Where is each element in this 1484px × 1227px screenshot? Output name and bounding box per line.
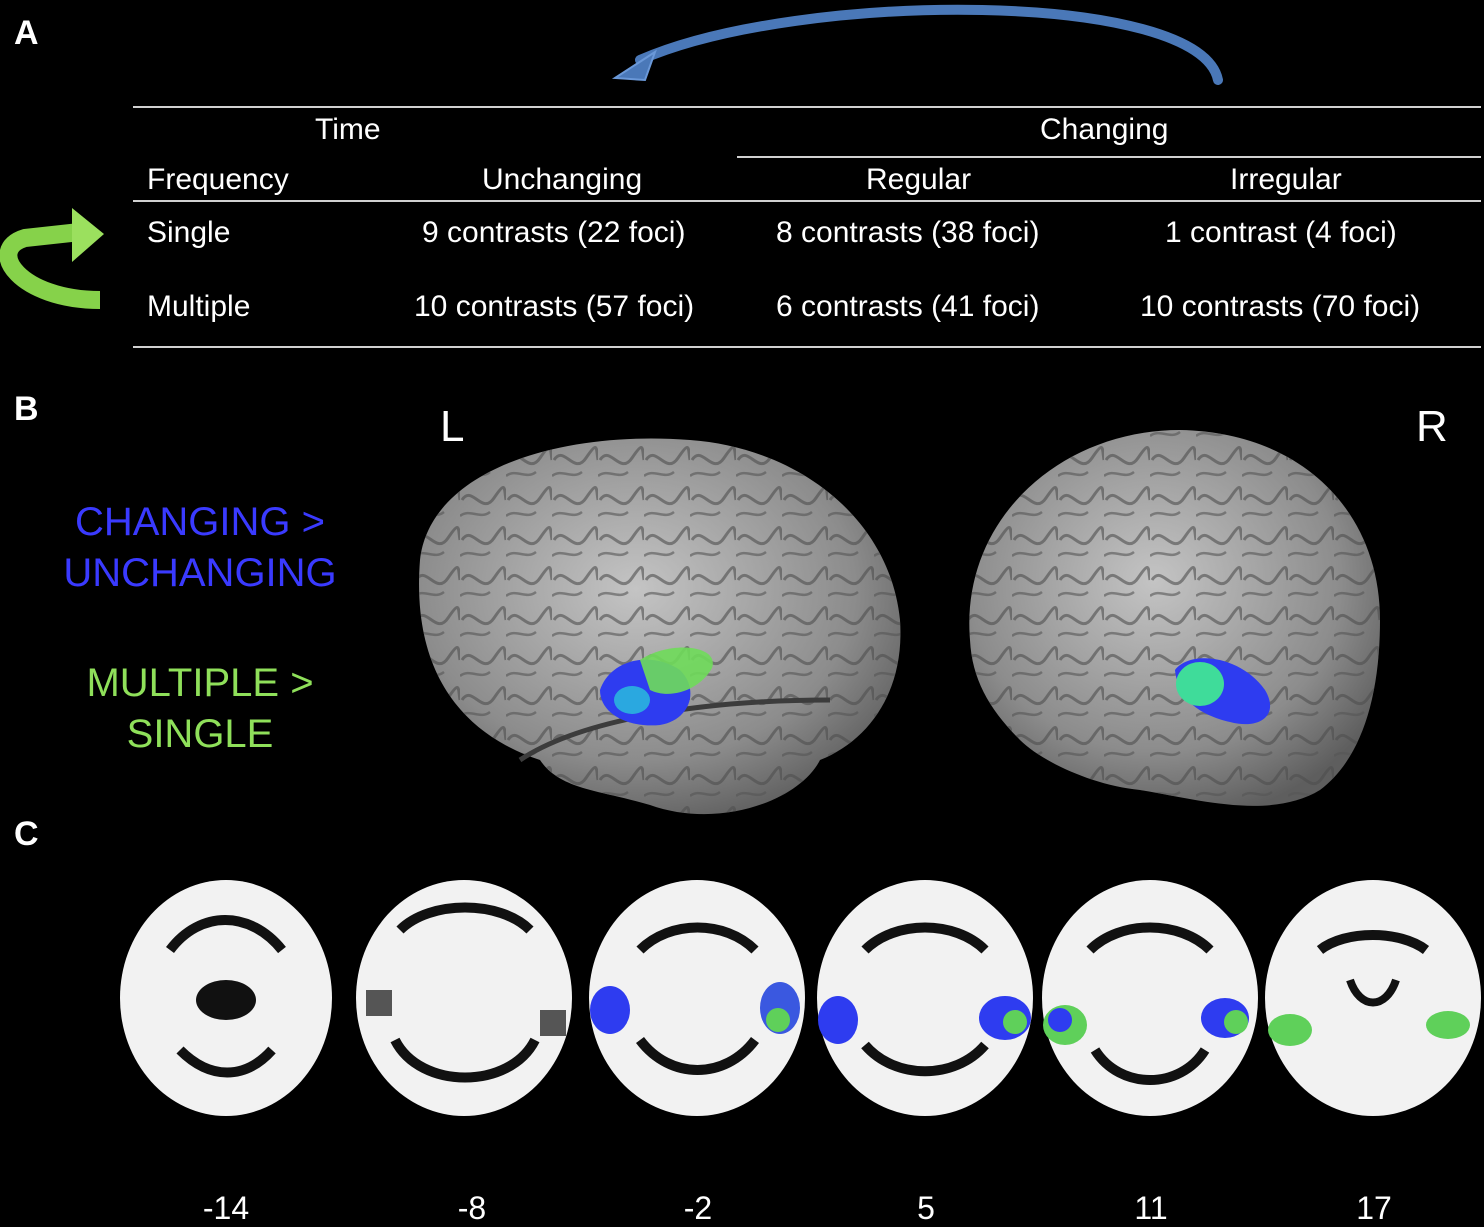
legend-changing-line2: UNCHANGING — [63, 551, 337, 595]
arrows-graphic — [0, 4, 1223, 309]
axial-slice-1 — [120, 880, 332, 1116]
left-hemisphere-label: L — [440, 402, 465, 451]
panel-label-b: B — [14, 390, 39, 428]
changing-underline — [737, 156, 1481, 158]
axial-slice-6 — [1265, 880, 1481, 1116]
axial-slice-3 — [589, 880, 805, 1116]
cell-multiple-regular: 6 contrasts (41 foci) — [776, 290, 1040, 323]
header-bottom-rule — [133, 200, 1481, 202]
legend-changing-line1: CHANGING > — [74, 500, 326, 544]
frequency-header: Frequency — [147, 163, 289, 196]
cell-multiple-unchanging: 10 contrasts (57 foci) — [414, 290, 695, 323]
cell-single-regular: 8 contrasts (38 foci) — [776, 216, 1040, 249]
green-curved-arrow — [0, 223, 101, 309]
slice-label-1: -14 — [202, 1190, 250, 1226]
row-label-multiple: Multiple — [147, 290, 251, 323]
axial-slice-2 — [356, 880, 572, 1116]
table-top-rule — [133, 106, 1481, 108]
regular-header: Regular — [866, 163, 972, 196]
axial-slice-4 — [817, 880, 1033, 1116]
cell-single-unchanging: 9 contrasts (22 foci) — [422, 216, 686, 249]
legend-multiple-line1: MULTIPLE > — [86, 661, 314, 705]
blue-arrow-head — [611, 49, 657, 82]
unchanging-header: Unchanging — [482, 163, 643, 196]
time-header: Time — [315, 113, 381, 146]
cell-single-irregular: 1 contrast (4 foci) — [1165, 216, 1397, 249]
blue-curved-arrow — [635, 4, 1223, 85]
legend-multiple-line2: SINGLE — [126, 712, 274, 756]
row-label-single: Single — [147, 216, 231, 249]
irregular-header: Irregular — [1230, 163, 1342, 196]
right-brain-render — [969, 430, 1380, 806]
green-arrow-head — [72, 208, 104, 262]
slice-label-5: 11 — [1134, 1190, 1168, 1226]
left-green-activation — [640, 647, 713, 694]
right-green-activation — [1176, 662, 1224, 706]
panel-label-c: C — [14, 815, 39, 853]
axial-slice-5 — [1042, 880, 1258, 1116]
left-brain-render — [419, 438, 901, 815]
slice-label-3: -2 — [683, 1190, 713, 1226]
panel-label-a: A — [14, 14, 39, 52]
slice-label-4: 5 — [917, 1190, 935, 1226]
legend-changing: CHANGING > UNCHANGING — [50, 497, 350, 599]
table-bottom-rule — [133, 346, 1481, 348]
cell-multiple-irregular: 10 contrasts (70 foci) — [1140, 290, 1421, 323]
slice-label-2: -8 — [457, 1190, 487, 1226]
legend-multiple: MULTIPLE > SINGLE — [50, 658, 350, 760]
slice-label-6: 17 — [1356, 1190, 1392, 1226]
changing-header: Changing — [1040, 113, 1169, 146]
right-hemisphere-label: R — [1416, 402, 1448, 451]
